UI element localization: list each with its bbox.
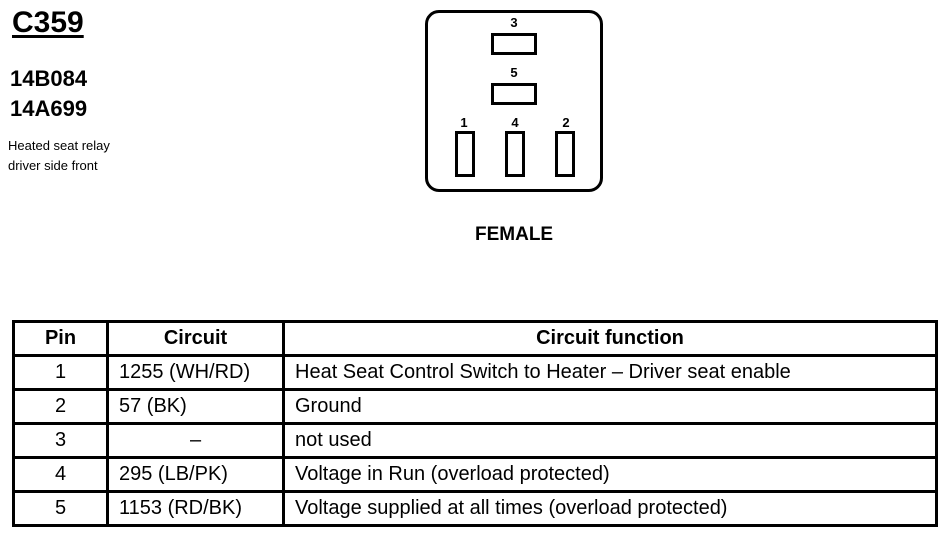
header-pin: Pin [12, 320, 109, 357]
pin-slot-4 [505, 131, 525, 177]
pin-cell: 4 [12, 456, 109, 493]
table-row: 3 – not used [12, 422, 938, 459]
table-row: 1 1255 (WH/RD) Heat Seat Control Switch … [12, 354, 938, 391]
pin-label-3: 3 [510, 15, 518, 30]
pin-slot-3 [491, 33, 537, 55]
pin-slot-5 [491, 83, 537, 105]
pin-cell: 2 [12, 388, 109, 425]
connector-description-line-1: Heated seat relay [8, 138, 110, 153]
table-header-row: Pin Circuit Circuit function [12, 320, 938, 357]
pin-label-1: 1 [460, 115, 468, 130]
pin-cell: 1 [12, 354, 109, 391]
pin-cell: 3 [12, 422, 109, 459]
pin-slot-1 [455, 131, 475, 177]
pin-cell: 5 [12, 490, 109, 527]
header-circuit-function: Circuit function [282, 320, 938, 357]
connector-description-line-2: driver side front [8, 158, 98, 173]
circuit-cell: – [106, 422, 285, 459]
table-row: 4 295 (LB/PK) Voltage in Run (overload p… [12, 456, 938, 493]
function-cell: not used [282, 422, 938, 459]
circuit-cell: 57 (BK) [106, 388, 285, 425]
part-number-2: 14A699 [10, 96, 88, 121]
circuit-cell: 1255 (WH/RD) [106, 354, 285, 391]
function-cell: Voltage in Run (overload protected) [282, 456, 938, 493]
pin-label-2: 2 [562, 115, 570, 130]
table-row: 2 57 (BK) Ground [12, 388, 938, 425]
pin-table: Pin Circuit Circuit function 1 1255 (WH/… [12, 320, 938, 527]
pin-label-4: 4 [511, 115, 519, 130]
connector-gender: FEMALE [475, 224, 554, 245]
circuit-cell: 1153 (RD/BK) [106, 490, 285, 527]
pin-label-5: 5 [510, 65, 518, 80]
connector-id: C359 [12, 6, 84, 39]
part-number-1: 14B084 [10, 66, 88, 91]
circuit-cell: 295 (LB/PK) [106, 456, 285, 493]
pin-slot-2 [555, 131, 575, 177]
table-row: 5 1153 (RD/BK) Voltage supplied at all t… [12, 490, 938, 527]
function-cell: Heat Seat Control Switch to Heater – Dri… [282, 354, 938, 391]
connector-face-diagram: 3 5 1 4 2 [425, 10, 603, 192]
header-circuit: Circuit [106, 320, 285, 357]
function-cell: Voltage supplied at all times (overload … [282, 490, 938, 527]
function-cell: Ground [282, 388, 938, 425]
